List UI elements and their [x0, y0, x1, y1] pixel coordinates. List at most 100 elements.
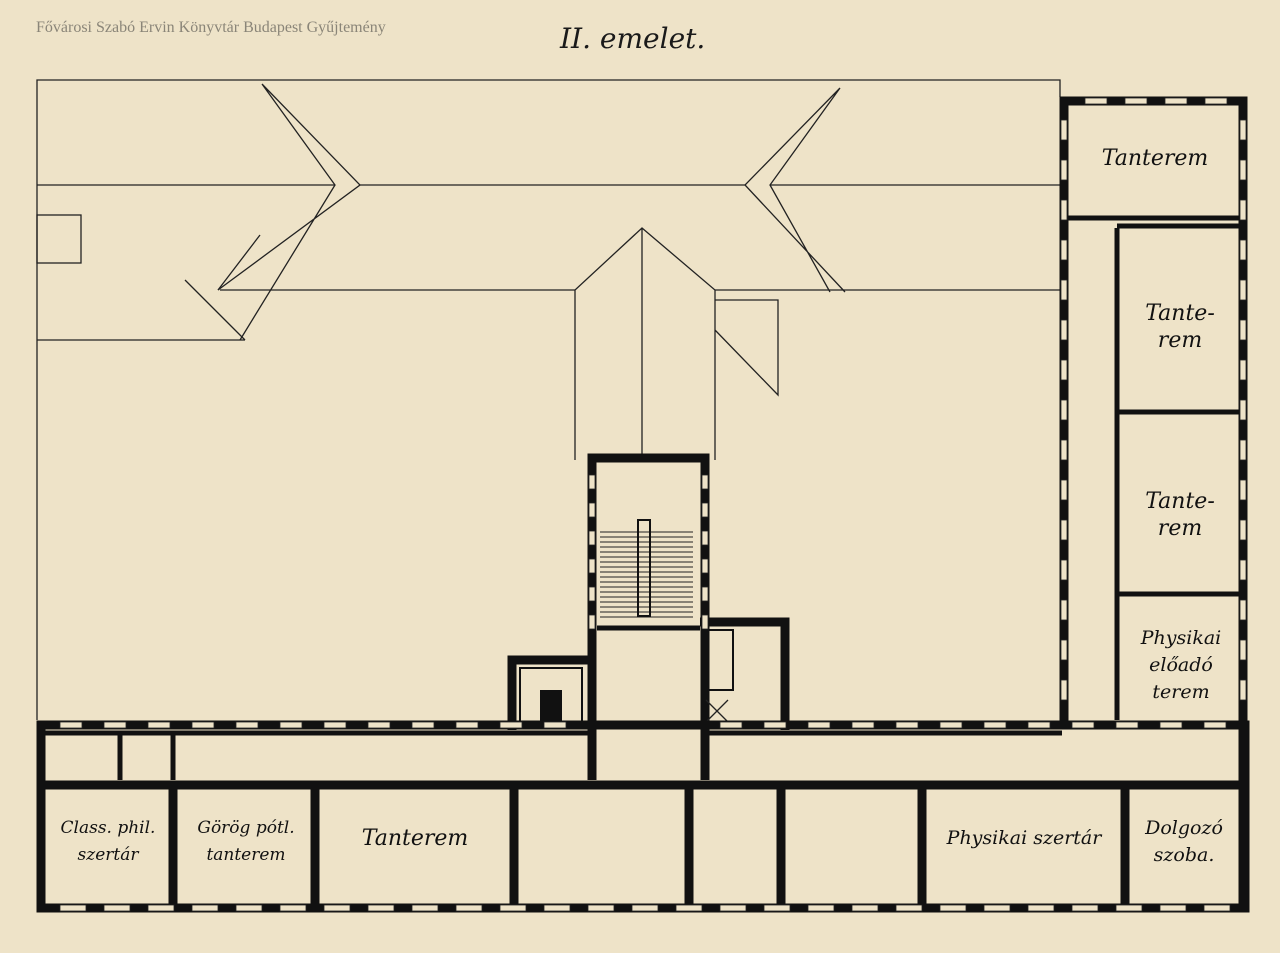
window — [1115, 721, 1139, 729]
window — [851, 904, 879, 912]
window — [543, 721, 567, 729]
window — [1084, 97, 1108, 105]
window — [701, 530, 709, 546]
window — [701, 474, 709, 490]
label-line: Tante- — [1145, 489, 1215, 514]
label-line: tanterem — [206, 845, 286, 865]
room-label-tanterem-3: Tante-rem — [1125, 488, 1235, 542]
window — [588, 614, 596, 630]
window — [763, 904, 791, 912]
window — [1239, 199, 1247, 221]
room-label-dolgozo-szoba: Dolgozó szoba. — [1128, 815, 1240, 869]
window — [103, 721, 127, 729]
roof-outline — [36, 79, 1061, 720]
window — [895, 904, 923, 912]
window — [1239, 159, 1247, 181]
window — [631, 904, 659, 912]
room-label-class-phil: Class. phil. szertár — [46, 815, 170, 869]
window — [235, 721, 259, 729]
label-line: Görög pótl. — [197, 818, 295, 838]
window — [701, 614, 709, 630]
watermark: Fővárosi Szabó Ervin Könyvtár Budapest G… — [36, 19, 386, 36]
room-label-physikai-szertar: Physikai szertár — [946, 827, 1102, 849]
window — [367, 904, 395, 912]
window — [499, 904, 527, 912]
window — [279, 904, 307, 912]
room-label-gorog-potl: Görög pótl. tanterem — [178, 815, 314, 869]
windows — [59, 97, 1247, 912]
window — [807, 904, 835, 912]
window — [1239, 679, 1247, 701]
label-line: rem — [1157, 516, 1203, 541]
window — [323, 904, 351, 912]
window — [1239, 559, 1247, 581]
window — [543, 904, 571, 912]
window — [1239, 399, 1247, 421]
window — [1239, 239, 1247, 261]
window — [1203, 904, 1231, 912]
window — [1159, 721, 1183, 729]
label-line: Dolgozó — [1145, 817, 1223, 839]
window — [103, 904, 131, 912]
window — [851, 721, 875, 729]
label-line: szoba. — [1153, 844, 1215, 866]
window — [191, 904, 219, 912]
window — [1060, 679, 1068, 701]
label-line: előadó — [1149, 654, 1213, 676]
label-line: szertár — [77, 845, 139, 865]
window — [588, 502, 596, 518]
window — [455, 721, 479, 729]
window — [895, 721, 919, 729]
window — [983, 904, 1011, 912]
window — [719, 904, 747, 912]
window — [1060, 599, 1068, 621]
window — [939, 904, 967, 912]
window — [59, 904, 87, 912]
window — [1239, 279, 1247, 301]
window — [1060, 399, 1068, 421]
window — [1060, 159, 1068, 181]
room-label-tanterem-bottom: Tanterem — [361, 826, 469, 851]
window — [147, 904, 175, 912]
small-stair — [507, 655, 590, 730]
window — [235, 904, 263, 912]
window — [675, 904, 703, 912]
label-line: Physikai — [1140, 627, 1222, 649]
window — [1027, 904, 1055, 912]
window — [1115, 904, 1143, 912]
stair-tower — [587, 453, 710, 780]
window — [367, 721, 391, 729]
window — [1060, 199, 1068, 221]
window — [1239, 359, 1247, 381]
window — [588, 586, 596, 602]
window — [1060, 479, 1068, 501]
window — [983, 721, 1007, 729]
window — [587, 904, 615, 912]
window — [1239, 599, 1247, 621]
wc-block — [700, 617, 790, 730]
window — [1071, 721, 1095, 729]
window — [1060, 439, 1068, 461]
window — [411, 721, 435, 729]
window — [588, 530, 596, 546]
label-line: Class. phil. — [60, 818, 156, 838]
window — [455, 904, 483, 912]
window — [1239, 439, 1247, 461]
window — [701, 502, 709, 518]
window — [1164, 97, 1188, 105]
label-line: Tante- — [1145, 301, 1215, 326]
window — [807, 721, 831, 729]
window — [1060, 639, 1068, 661]
window — [719, 721, 743, 729]
window — [147, 721, 171, 729]
label-line: rem — [1157, 328, 1203, 353]
window — [1124, 97, 1148, 105]
room-label-tanterem-2: Tante-rem — [1125, 300, 1235, 354]
window — [499, 721, 523, 729]
window — [939, 721, 963, 729]
window — [1239, 319, 1247, 341]
window — [1203, 721, 1227, 729]
window — [1239, 519, 1247, 541]
